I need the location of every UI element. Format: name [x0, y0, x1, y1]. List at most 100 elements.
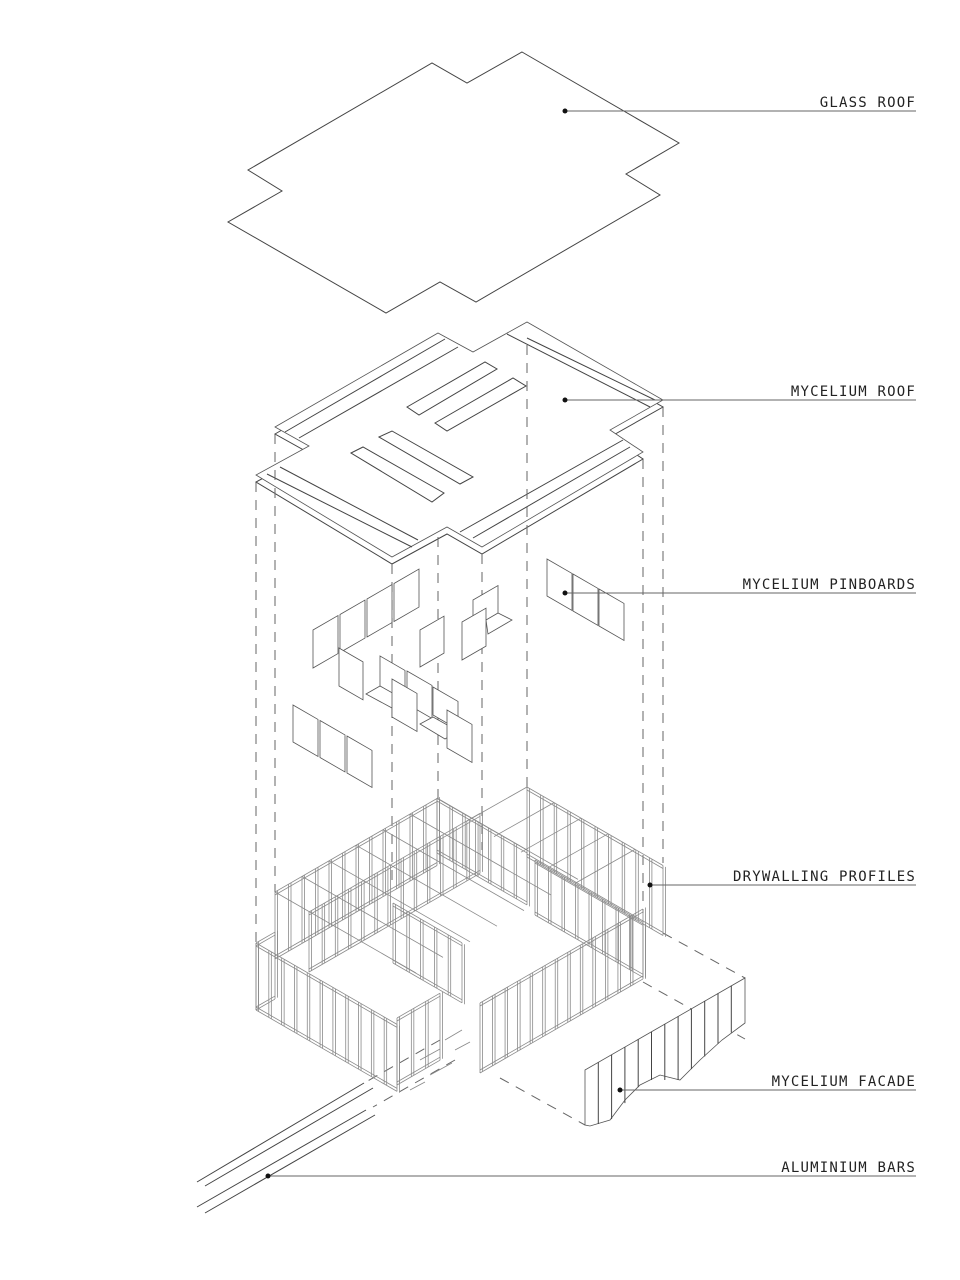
bottom-rail [392, 962, 463, 1004]
roof-trough-edge [472, 446, 631, 539]
ceiling-beam [547, 833, 609, 869]
floor-track-dash [419, 1048, 441, 1061]
label-text: MYCELIUM PINBOARDS [743, 577, 916, 593]
bottom-rail [436, 852, 528, 906]
bottom-rail [255, 1009, 398, 1092]
ceiling-beam [328, 860, 471, 943]
roof-trough-edge [266, 473, 413, 548]
ceiling-beam [493, 802, 555, 837]
ceiling-beam [382, 829, 525, 911]
bottom-rail [308, 872, 481, 973]
bottom-rail [255, 1006, 398, 1089]
top-rail [396, 992, 441, 1019]
leader-dot [617, 1087, 623, 1093]
projection-dashed-lines [255, 345, 746, 1126]
top-rail [396, 995, 441, 1022]
leader-dot [265, 1173, 271, 1179]
leader-dot [562, 108, 568, 114]
pinboard-panel [598, 588, 625, 642]
bottom-rail [396, 1056, 441, 1083]
roof-skylight-slot [377, 430, 475, 485]
roof-trough-edge [506, 333, 651, 408]
aluminium-bar [204, 1087, 374, 1187]
mycelium-facade-layer [584, 977, 746, 1127]
mycelium-pinboards-layer [292, 558, 625, 789]
pinboard-panel [292, 704, 319, 758]
label-drywalling-profiles: DRYWALLING PROFILES [647, 869, 916, 888]
ceiling-beam [574, 849, 636, 884]
bottom-rail [436, 849, 528, 903]
label-mycelium-roof: MYCELIUM ROOF [562, 384, 916, 403]
pinboard-panel [461, 607, 487, 661]
floor-track-dash [429, 1062, 453, 1076]
top-rail [308, 815, 481, 916]
pinboard-panel [319, 719, 346, 773]
top-rail [526, 786, 664, 866]
ceiling-beam [520, 817, 582, 853]
mycelium-roof-layer [254, 321, 665, 565]
pinboard-panel [572, 573, 599, 627]
leader-dot [562, 590, 568, 596]
pinboard-panel [366, 583, 393, 638]
leader-dot [647, 882, 653, 888]
roof-skylight-slot [406, 361, 498, 416]
top-rail [534, 859, 644, 923]
glass-roof-outline [226, 51, 680, 314]
aluminium-bars-layer [196, 1082, 376, 1214]
bottom-rail [396, 1059, 441, 1086]
top-rail [479, 911, 644, 1007]
projection-line [363, 1039, 441, 1084]
label-text: DRYWALLING PROFILES [733, 869, 916, 885]
bottom-rail [479, 975, 644, 1071]
top-rail [392, 902, 463, 944]
pinboard-panel [546, 558, 573, 612]
projection-line [662, 932, 746, 979]
top-rail [392, 905, 463, 947]
top-rail [255, 934, 276, 947]
label-text: MYCELIUM FACADE [772, 1074, 916, 1090]
floor-track-dash [409, 1081, 426, 1091]
aluminium-bar [196, 1082, 365, 1183]
pinboard-panel [346, 735, 373, 789]
projection-line [499, 1077, 586, 1126]
bottom-rail [255, 995, 276, 1008]
bottom-rail [479, 978, 644, 1074]
pinboard-panel [391, 678, 418, 733]
ceiling-beam [274, 891, 417, 974]
label-mycelium-pinboards: MYCELIUM PINBOARDS [562, 577, 916, 596]
aluminium-bar [204, 1114, 376, 1214]
leader-dot [562, 397, 568, 403]
pinboard-panel [446, 709, 473, 764]
ceiling-beam [301, 876, 444, 958]
top-rail [479, 908, 644, 1004]
label-text: GLASS ROOF [820, 95, 916, 111]
pinboard-panel [312, 614, 339, 669]
roof-trough-edge [279, 466, 419, 541]
projection-line [372, 1059, 456, 1108]
label-text: ALUMINIUM BARS [781, 1160, 916, 1176]
roof-trough-edge [298, 346, 459, 439]
ceiling-beam [409, 813, 552, 896]
pinboard-shelf [485, 612, 513, 635]
floor-track-dash [444, 1029, 463, 1041]
top-rail [255, 942, 398, 1025]
bottom-rail [255, 998, 276, 1011]
bottom-rail [308, 869, 481, 970]
mycelium-roof-outline [255, 321, 664, 558]
roof-skylight-slot [349, 446, 445, 503]
label-text: MYCELIUM ROOF [791, 384, 916, 400]
roof-trough-edge [459, 439, 624, 533]
pinboard-panel [339, 599, 366, 654]
roof-skylight-slot [434, 377, 527, 432]
top-rail [255, 931, 276, 944]
drywalling-profiles-layer [255, 786, 666, 1093]
pinboard-panel [338, 647, 364, 701]
roof-trough-edge [526, 337, 656, 401]
pinboard-panel [419, 615, 445, 668]
label-glass-roof: GLASS ROOF [562, 95, 916, 114]
ceiling-beam [436, 798, 579, 880]
pinboard-panel [393, 568, 420, 623]
label-mycelium-facade: MYCELIUM FACADE [617, 1074, 916, 1093]
